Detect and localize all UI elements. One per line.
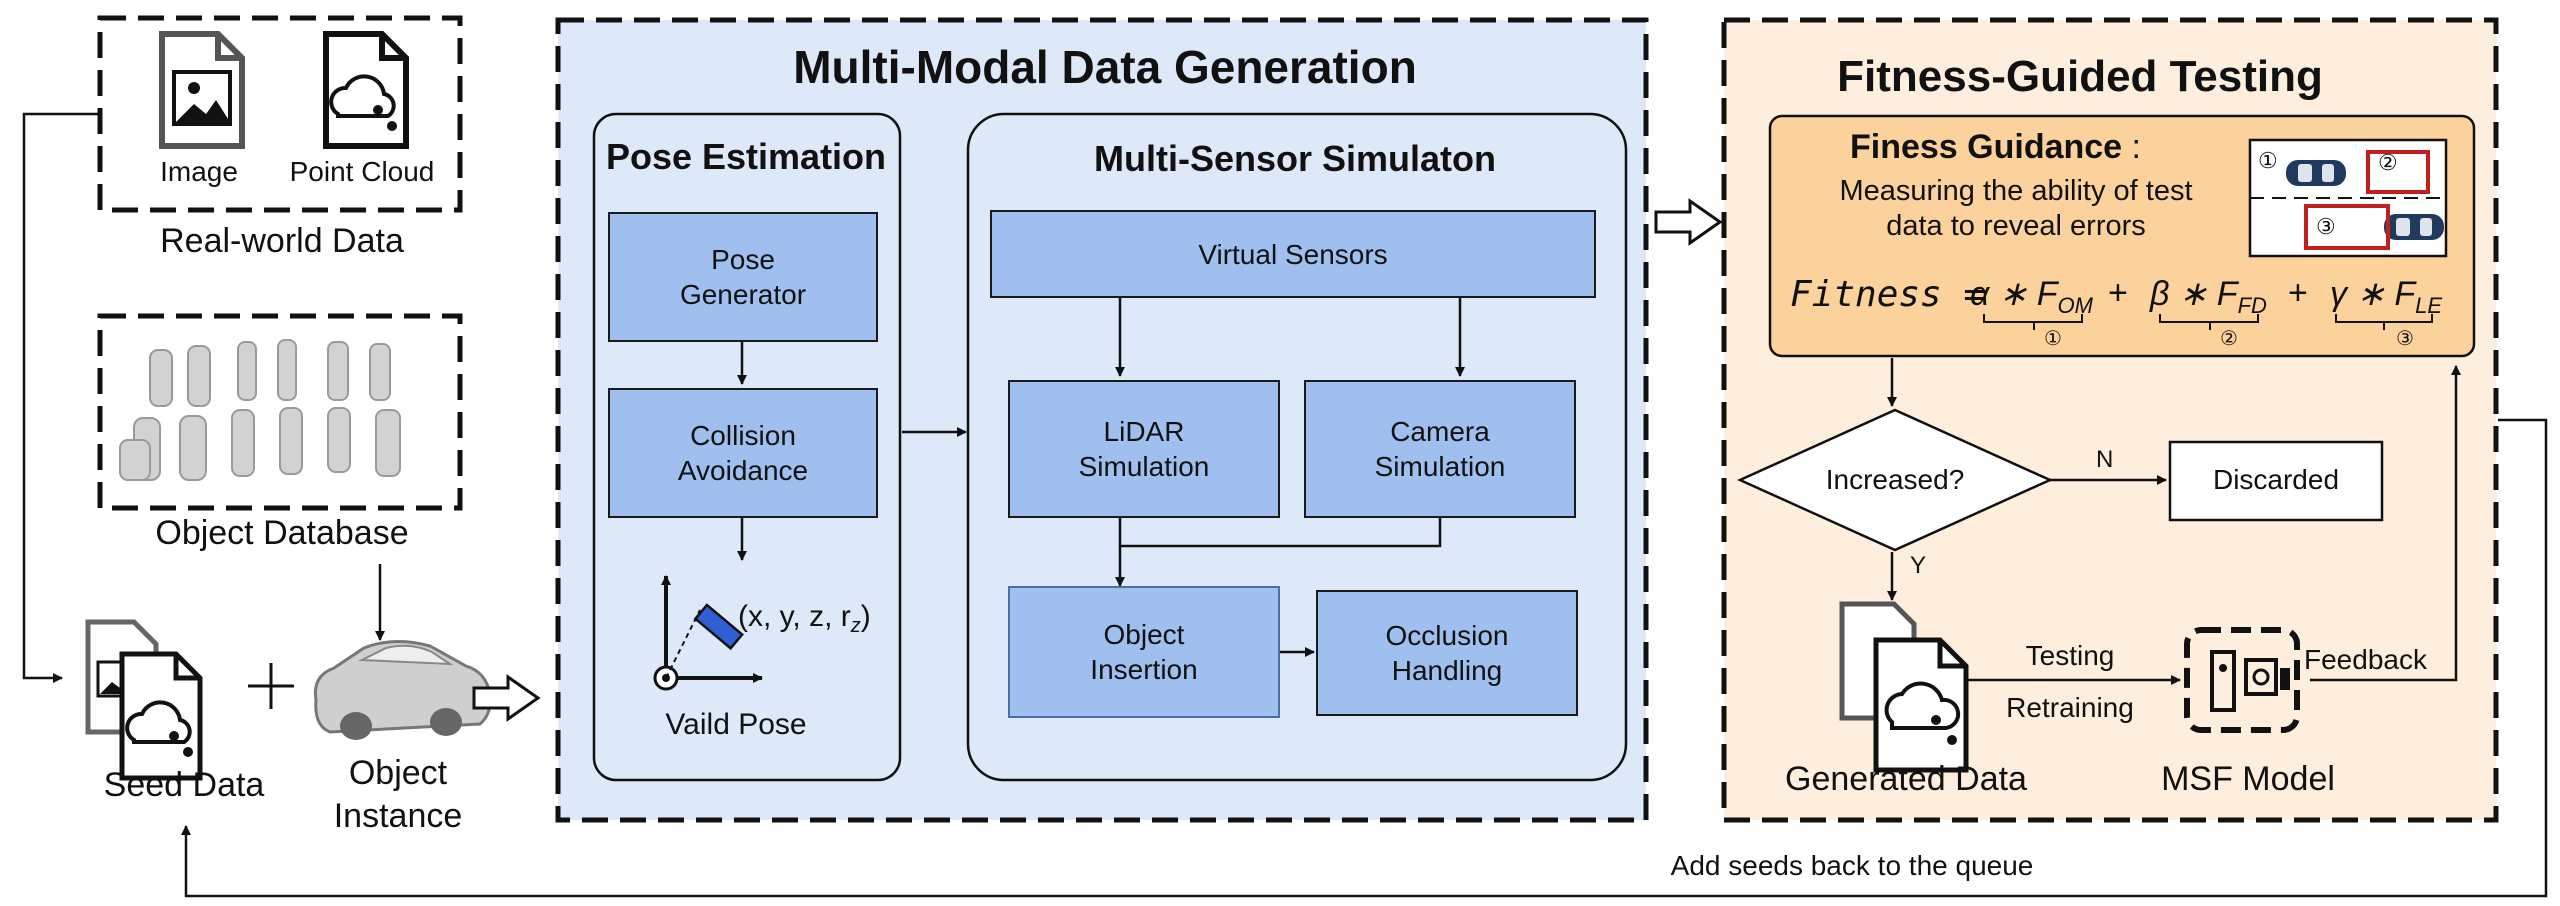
brace-marker-2: ②	[2220, 328, 2238, 350]
fitness-plus-1: +	[2108, 274, 2128, 312]
point-cloud-file-icon	[323, 31, 409, 149]
scenario-inset-icon	[2248, 138, 2448, 258]
term2-sub: FD	[2237, 293, 2267, 318]
collision-avoidance-box: Collision Avoidance	[608, 388, 878, 518]
car-instance-icon	[313, 639, 492, 740]
connectors	[22, 112, 2548, 898]
fitness-plus-2: +	[2288, 274, 2308, 312]
object-instance-line2: Instance	[333, 796, 463, 835]
decision-label: Increased?	[1825, 464, 1965, 495]
occlusion-line1: Occlusion	[1385, 620, 1509, 651]
object-insertion-box: Object Insertion	[1008, 586, 1280, 718]
term1-sub: OM	[2057, 293, 2093, 318]
mmdg-title: Multi-Modal Data Generation	[793, 41, 1417, 93]
hollow-arrow-2-icon	[1654, 198, 1723, 246]
pose-formula-sub: z	[850, 615, 861, 637]
occlusion-line2: Handling	[1391, 655, 1503, 686]
fitness-lhs-text: Fitness	[1790, 274, 1942, 315]
pose-formula-end: )	[860, 600, 871, 633]
term2-text: β ∗ F	[2150, 275, 2238, 313]
guidance-title-text: Finess Guidance	[1850, 128, 2123, 166]
term3-sub: LE	[2415, 293, 2443, 318]
object-instance-label: Object Instance	[334, 752, 463, 837]
testing-label: Testing	[2025, 640, 2115, 671]
pose-generator-line1: Pose	[711, 244, 775, 275]
pose-formula-main: (x, y, z, r	[738, 600, 851, 633]
guidance-desc-line1: Measuring the ability of test	[1839, 175, 2193, 207]
insertion-line2: Insertion	[1090, 654, 1198, 685]
discarded-box	[2168, 440, 2384, 522]
brace-3-icon	[2335, 314, 2433, 330]
image-file-icon	[159, 31, 245, 149]
fitness-term-1: α ∗ FOM	[1970, 274, 2093, 319]
brace-marker-3: ③	[2396, 328, 2414, 350]
image-label: Image	[160, 156, 238, 187]
msf-model-label: MSF Model	[2161, 760, 2335, 798]
generated-data-icon	[1839, 601, 1969, 773]
camera-line2: Simulation	[1374, 451, 1506, 482]
term3-text: γ ∗ F	[2330, 275, 2416, 313]
msim-title: Multi-Sensor Simulaton	[1093, 138, 1497, 179]
fgt-title: Fitness-Guided Testing	[1837, 52, 2323, 101]
guidance-desc-line2: data to reveal errors	[1886, 209, 2146, 242]
lidar-line2: Simulation	[1078, 451, 1210, 482]
hollow-arrow-1-icon	[472, 674, 541, 722]
objectdb-label: Object Database	[155, 514, 409, 552]
retraining-label: Retraining	[2006, 692, 2134, 723]
fitness-eq: =	[1941, 274, 1986, 315]
seed-data-icon	[85, 619, 203, 781]
guidance-colon: :	[2122, 128, 2141, 166]
discarded-label: Discarded	[2212, 464, 2340, 495]
virtual-sensors-box: Virtual Sensors	[990, 210, 1596, 298]
realworld-label: Real-world Data	[160, 222, 404, 260]
seed-data-label: Seed Data	[103, 766, 265, 804]
fitness-term-2: β ∗ FFD	[2150, 274, 2267, 319]
guidance-desc: Measuring the ability of test data to re…	[1839, 174, 2192, 244]
camera-simulation-box: Camera Simulation	[1304, 380, 1576, 518]
pose-generator-box: Pose Generator	[608, 212, 878, 342]
virtual-sensors-label: Virtual Sensors	[1198, 238, 1388, 270]
fitness-lhs: Fitness =	[1790, 274, 1985, 315]
occlusion-handling-box: Occlusion Handling	[1316, 590, 1578, 716]
lidar-simulation-box: LiDAR Simulation	[1008, 380, 1280, 518]
valid-pose-label: Vaild Pose	[665, 708, 807, 741]
loop-label: Add seeds back to the queue	[1670, 850, 2034, 881]
inset-marker-2: ②	[2378, 150, 2398, 175]
lidar-line1: LiDAR	[1103, 416, 1185, 447]
generated-data-label: Generated Data	[1785, 760, 2027, 798]
yes-label: Y	[1910, 552, 1927, 579]
term1-text: α ∗ F	[1970, 275, 2058, 313]
no-label: N	[2096, 446, 2114, 473]
pose-generator-line2: Generator	[679, 279, 807, 310]
insertion-line1: Object	[1103, 619, 1185, 650]
fitness-term-3: γ ∗ FLE	[2330, 274, 2442, 319]
msf-model-icon	[2184, 627, 2300, 733]
car-models-icon	[119, 339, 401, 481]
guidance-title: Finess Guidance :	[1850, 128, 2141, 167]
collision-line1: Collision	[690, 420, 796, 451]
collision-line2: Avoidance	[677, 455, 809, 486]
object-instance-line1: Object	[348, 754, 448, 792]
inset-marker-3: ③	[2316, 214, 2336, 239]
decision-diamond	[1736, 408, 2054, 552]
pose-formula: (x, y, z, rz)	[738, 600, 871, 638]
pointcloud-label: Point Cloud	[289, 156, 435, 187]
brace-2-icon	[2159, 314, 2259, 330]
plus-icon	[248, 663, 294, 709]
brace-1-icon	[1983, 314, 2083, 330]
camera-line1: Camera	[1390, 416, 1490, 447]
brace-marker-1: ①	[2044, 328, 2062, 350]
feedback-label: Feedback	[2304, 644, 2427, 675]
pose-estimation-title: Pose Estimation	[605, 136, 887, 177]
inset-marker-1: ①	[2258, 148, 2278, 173]
pose-axis-icon	[653, 575, 763, 691]
